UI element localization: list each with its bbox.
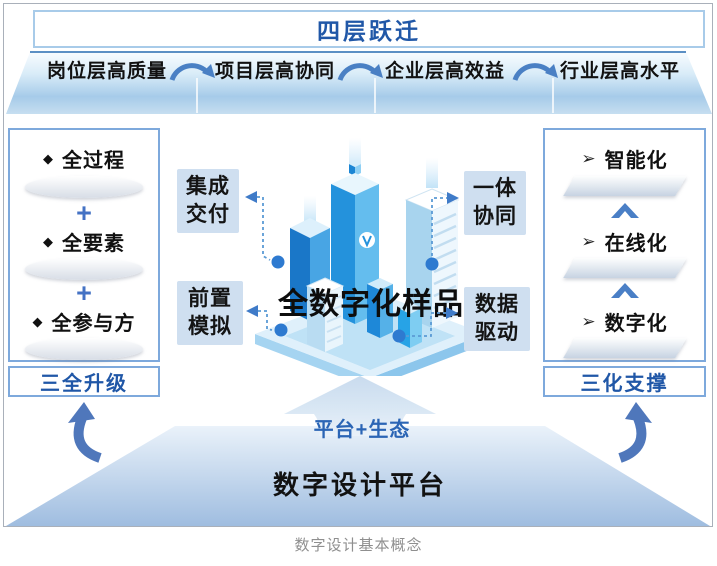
parallelogram-shape <box>563 176 687 196</box>
city-illustration <box>255 138 485 376</box>
leap-segment-enterprise: 企业层高效益 <box>384 61 505 82</box>
left-panel-sanquan: ◆ 全过程 + ◆ 全要素 + ◆ 全参与方 <box>8 128 160 362</box>
right-panel-sanhua: ➢ 智能化 ➢ 在线化 ➢ 数字化 <box>543 128 706 362</box>
arrow-bullet-icon: ➢ <box>581 231 596 251</box>
disc-shape <box>25 176 143 198</box>
plus-icon: + <box>76 198 92 228</box>
curved-up-arrow-icon <box>68 402 102 463</box>
diamond-bullet-icon: ◆ <box>43 150 53 166</box>
parallelogram-shape <box>563 258 687 278</box>
callout-integrated-collaboration: 一体 协同 <box>464 171 526 235</box>
leap-segment-post: 岗位层高质量 <box>46 61 167 82</box>
right-item-digital: ➢ 数字化 <box>581 311 668 336</box>
left-panel-footer: 三全升级 <box>8 366 160 397</box>
leap-segment-industry: 行业层高水平 <box>559 61 680 82</box>
big-up-arrow-icon <box>284 376 436 436</box>
up-chevron-icon <box>545 202 704 224</box>
callout-front-simulation: 前置 模拟 <box>177 281 243 345</box>
left-item-process: ◆ 全过程 <box>43 150 125 172</box>
right-panel-footer: 三化支撑 <box>543 366 706 397</box>
diagram-title: 四层跃迁 <box>317 18 421 44</box>
center-label: 全数字化样品 <box>278 288 464 321</box>
parallelogram-shape <box>563 338 687 358</box>
disc-shape <box>25 258 143 280</box>
platform-trapezoid <box>6 426 710 526</box>
diamond-bullet-icon: ◆ <box>32 313 43 329</box>
leap-segment-project: 项目层高协同 <box>214 61 335 82</box>
diamond-bullet-icon: ◆ <box>43 233 53 249</box>
callout-data-driven: 数据 驱动 <box>464 287 530 351</box>
curved-up-arrow-icon <box>618 402 652 463</box>
arrow-bullet-icon: ➢ <box>581 148 596 168</box>
right-item-intelligent: ➢ 智能化 <box>581 148 668 173</box>
left-item-participants: ◆ 全参与方 <box>32 313 136 335</box>
figure-caption: 数字设计基本概念 <box>294 537 423 554</box>
platform-title: 数字设计平台 <box>272 470 447 500</box>
platform-ecosystem-label: 平台+生态 <box>313 419 411 441</box>
right-item-online: ➢ 在线化 <box>581 231 668 256</box>
arrow-bullet-icon: ➢ <box>581 311 596 331</box>
title-box: 四层跃迁 <box>33 10 705 48</box>
up-chevron-icon <box>545 282 704 304</box>
callout-integrated-delivery: 集成 交付 <box>177 169 239 233</box>
platform-shape <box>6 376 710 526</box>
left-item-elements: ◆ 全要素 <box>43 233 125 255</box>
plus-icon: + <box>76 278 92 308</box>
disc-shape <box>25 338 143 360</box>
